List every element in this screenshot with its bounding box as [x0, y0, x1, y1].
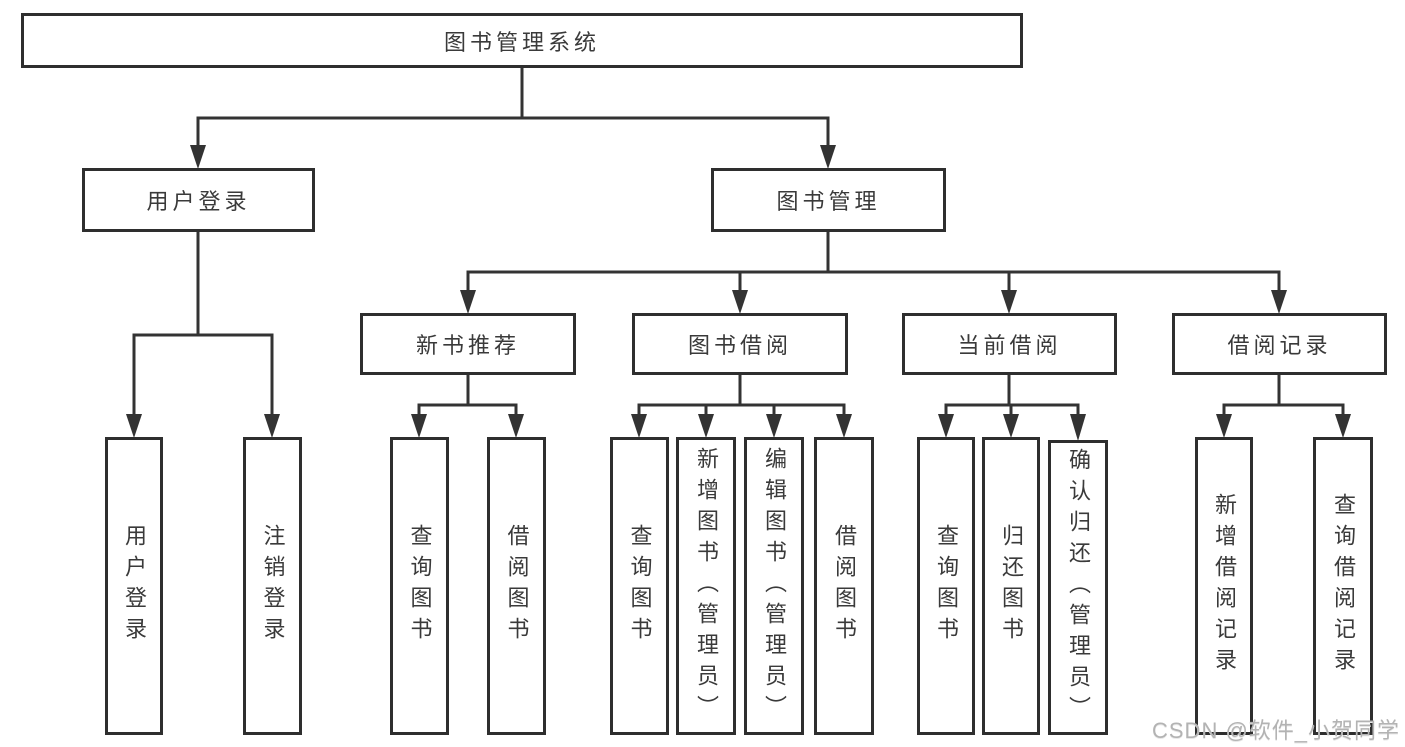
leaf-edit-books-admin: 编辑图书（管理员）: [744, 437, 804, 735]
leaf-label: 注销登录: [260, 524, 286, 648]
node-book-mgmt: 图书管理: [711, 168, 946, 232]
connector-book-mgmt-to-level3: [460, 232, 1287, 314]
node-label: 图书借阅: [687, 333, 792, 358]
leaf-label: 归还图书: [999, 524, 1024, 648]
leaf-label: 查询借阅记录: [1331, 493, 1356, 679]
connector-records-children: [1216, 375, 1351, 438]
leaf-query-books-2: 查询图书: [610, 437, 669, 735]
leaf-query-books-3: 查询图书: [917, 437, 975, 735]
node-label: 借阅记录: [1227, 333, 1332, 358]
node-current-borrow: 当前借阅: [902, 313, 1117, 375]
leaf-borrow-books-2: 借阅图书: [814, 437, 874, 735]
leaf-label: 用户登录: [122, 524, 147, 648]
leaf-label: 借阅图书: [832, 524, 857, 648]
csdn-watermark: CSDN @软件_小贺同学: [1152, 718, 1401, 743]
connector-user-login-children: [126, 232, 280, 438]
leaf-label: 查询图书: [407, 524, 433, 648]
leaf-label: 确认归还（管理员）: [1066, 448, 1091, 727]
node-label: 新书推荐: [415, 333, 520, 358]
node-user-login: 用户登录: [82, 168, 315, 232]
connector-new-books-children: [411, 375, 524, 438]
leaf-borrow-books-1: 借阅图书: [487, 437, 546, 735]
node-label: 图书管理: [776, 189, 881, 214]
node-borrow-records: 借阅记录: [1172, 313, 1387, 375]
leaf-query-books-1: 查询图书: [390, 437, 449, 735]
connector-current-children: [938, 375, 1086, 441]
leaf-label: 编辑图书（管理员）: [762, 446, 787, 726]
leaf-logout: 注销登录: [243, 437, 302, 735]
node-root-library-system: 图书管理系统: [21, 13, 1023, 68]
leaf-label: 新增图书（管理员）: [694, 446, 719, 726]
leaf-label: 查询图书: [627, 524, 653, 648]
leaf-add-books-admin: 新增图书（管理员）: [676, 437, 736, 735]
connector-root-to-level2: [190, 68, 836, 169]
leaf-confirm-return-admin: 确认归还（管理员）: [1048, 440, 1108, 735]
leaf-add-borrow-record: 新增借阅记录: [1195, 437, 1253, 735]
leaf-label: 查询图书: [934, 524, 959, 648]
leaf-label: 借阅图书: [504, 524, 530, 648]
node-label: 当前借阅: [957, 333, 1062, 358]
leaf-return-books: 归还图书: [982, 437, 1040, 735]
node-borrowing: 图书借阅: [632, 313, 848, 375]
node-label: 图书管理系统: [443, 29, 600, 55]
connector-borrowing-children: [631, 375, 852, 438]
node-new-books: 新书推荐: [360, 313, 576, 375]
leaf-user-login: 用户登录: [105, 437, 163, 735]
node-label: 用户登录: [146, 189, 251, 214]
leaf-query-borrow-record: 查询借阅记录: [1313, 437, 1373, 735]
leaf-label: 新增借阅记录: [1212, 493, 1237, 679]
